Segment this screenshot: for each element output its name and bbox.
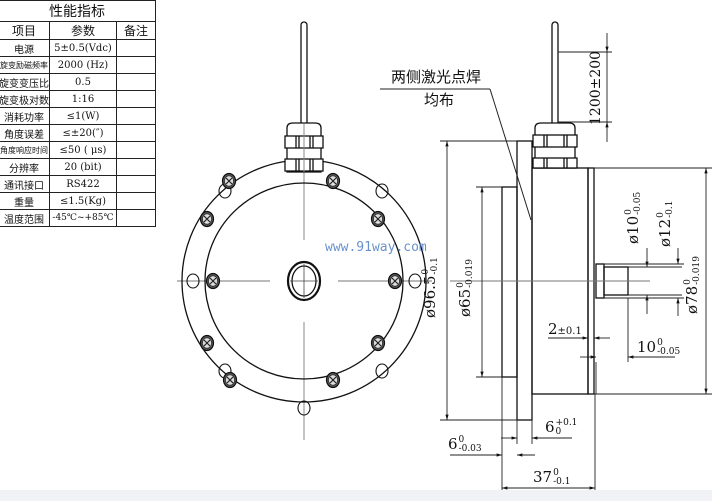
dim-lower-tol: -0.019 bbox=[692, 256, 702, 285]
header-note: 备注 bbox=[116, 21, 156, 40]
gland-nut-lower bbox=[532, 157, 578, 169]
screw-icon bbox=[205, 272, 221, 290]
screw-icon bbox=[370, 334, 386, 352]
screw-icon bbox=[199, 334, 215, 352]
dim-base: ø10 bbox=[624, 215, 642, 244]
dim-upper-tol: 0 bbox=[657, 338, 663, 348]
screw-icon bbox=[222, 371, 238, 389]
table-row: 角度响应时间≤50 ( μs) bbox=[0, 141, 156, 159]
mounting-hole-icon bbox=[375, 363, 389, 379]
screw-icon bbox=[221, 172, 237, 190]
hub-outer-ring bbox=[286, 260, 322, 302]
dim-base: ø12 bbox=[656, 218, 674, 247]
dim-label-cable-length: 1200±200 bbox=[588, 50, 604, 125]
dim-lower-tol: -0.019 bbox=[465, 259, 475, 288]
table-row: 消耗功率≤1(W) bbox=[0, 107, 156, 125]
dim-lower-tol: -0.05 bbox=[633, 191, 643, 215]
dim-upper-tol: +0.1 bbox=[555, 418, 578, 428]
cable bbox=[551, 21, 559, 127]
dim-base: ø78 bbox=[683, 285, 701, 314]
inner-body-circle bbox=[204, 182, 404, 380]
dim-lower-tol: -0.1 bbox=[665, 200, 675, 218]
screw-icon bbox=[387, 272, 403, 290]
gland-nut-upper bbox=[532, 134, 578, 148]
mounting-hole-icon bbox=[375, 183, 389, 199]
mounting-hole-icon bbox=[408, 273, 422, 289]
dim-lower-tol: -0.05 bbox=[657, 347, 681, 357]
screws bbox=[199, 172, 403, 389]
dim-label-lip-thickness: 2±0.1 bbox=[548, 320, 582, 338]
screw-icon bbox=[370, 210, 386, 228]
dim-lower-tol: 0 bbox=[555, 427, 562, 437]
dim-tol: ±0.1 bbox=[557, 326, 582, 337]
bottom-scroll-area bbox=[0, 490, 712, 501]
dim-base: ø96.5 bbox=[421, 275, 439, 318]
weld-note-line1: 两侧激光点焊 bbox=[391, 68, 482, 86]
dim-base: 37 bbox=[533, 468, 553, 486]
table-row: 温度范围-45℃~+85℃ bbox=[0, 209, 156, 227]
dim-base: 10 bbox=[637, 338, 657, 356]
weld-note-line2: 均布 bbox=[424, 91, 455, 109]
dim-base: 6 bbox=[545, 418, 555, 436]
screw-icon bbox=[199, 210, 215, 228]
row-note bbox=[116, 209, 156, 227]
front-cable-gland bbox=[284, 21, 324, 173]
mounting-hole-icon bbox=[297, 400, 311, 416]
weld-note-leader bbox=[380, 88, 532, 221]
screw-icon bbox=[325, 172, 341, 190]
dim-lower-tol: -0.03 bbox=[458, 444, 482, 454]
dim-upper-tol: 0 bbox=[553, 468, 559, 478]
side-cable-gland bbox=[532, 21, 578, 169]
mounting-hole-icon bbox=[186, 273, 200, 289]
dim-lower-tol: -0.1 bbox=[553, 477, 571, 487]
dim-upper-tol: 0 bbox=[458, 435, 465, 445]
watermark-text: www.91way.com bbox=[325, 240, 427, 255]
table-row: 角度误差≤±20(″) bbox=[0, 124, 156, 142]
screw-icon bbox=[325, 371, 341, 389]
side-view bbox=[450, 140, 650, 421]
header-value: 参数 bbox=[49, 21, 117, 40]
dim-lower-tol: -0.1 bbox=[430, 257, 440, 275]
dim-base: ø65 bbox=[456, 288, 474, 317]
cable bbox=[300, 21, 308, 127]
spigot bbox=[501, 186, 518, 378]
dim-base: 2 bbox=[548, 320, 558, 338]
dimension-lines bbox=[440, 33, 712, 492]
dim-base: 6 bbox=[448, 435, 458, 453]
